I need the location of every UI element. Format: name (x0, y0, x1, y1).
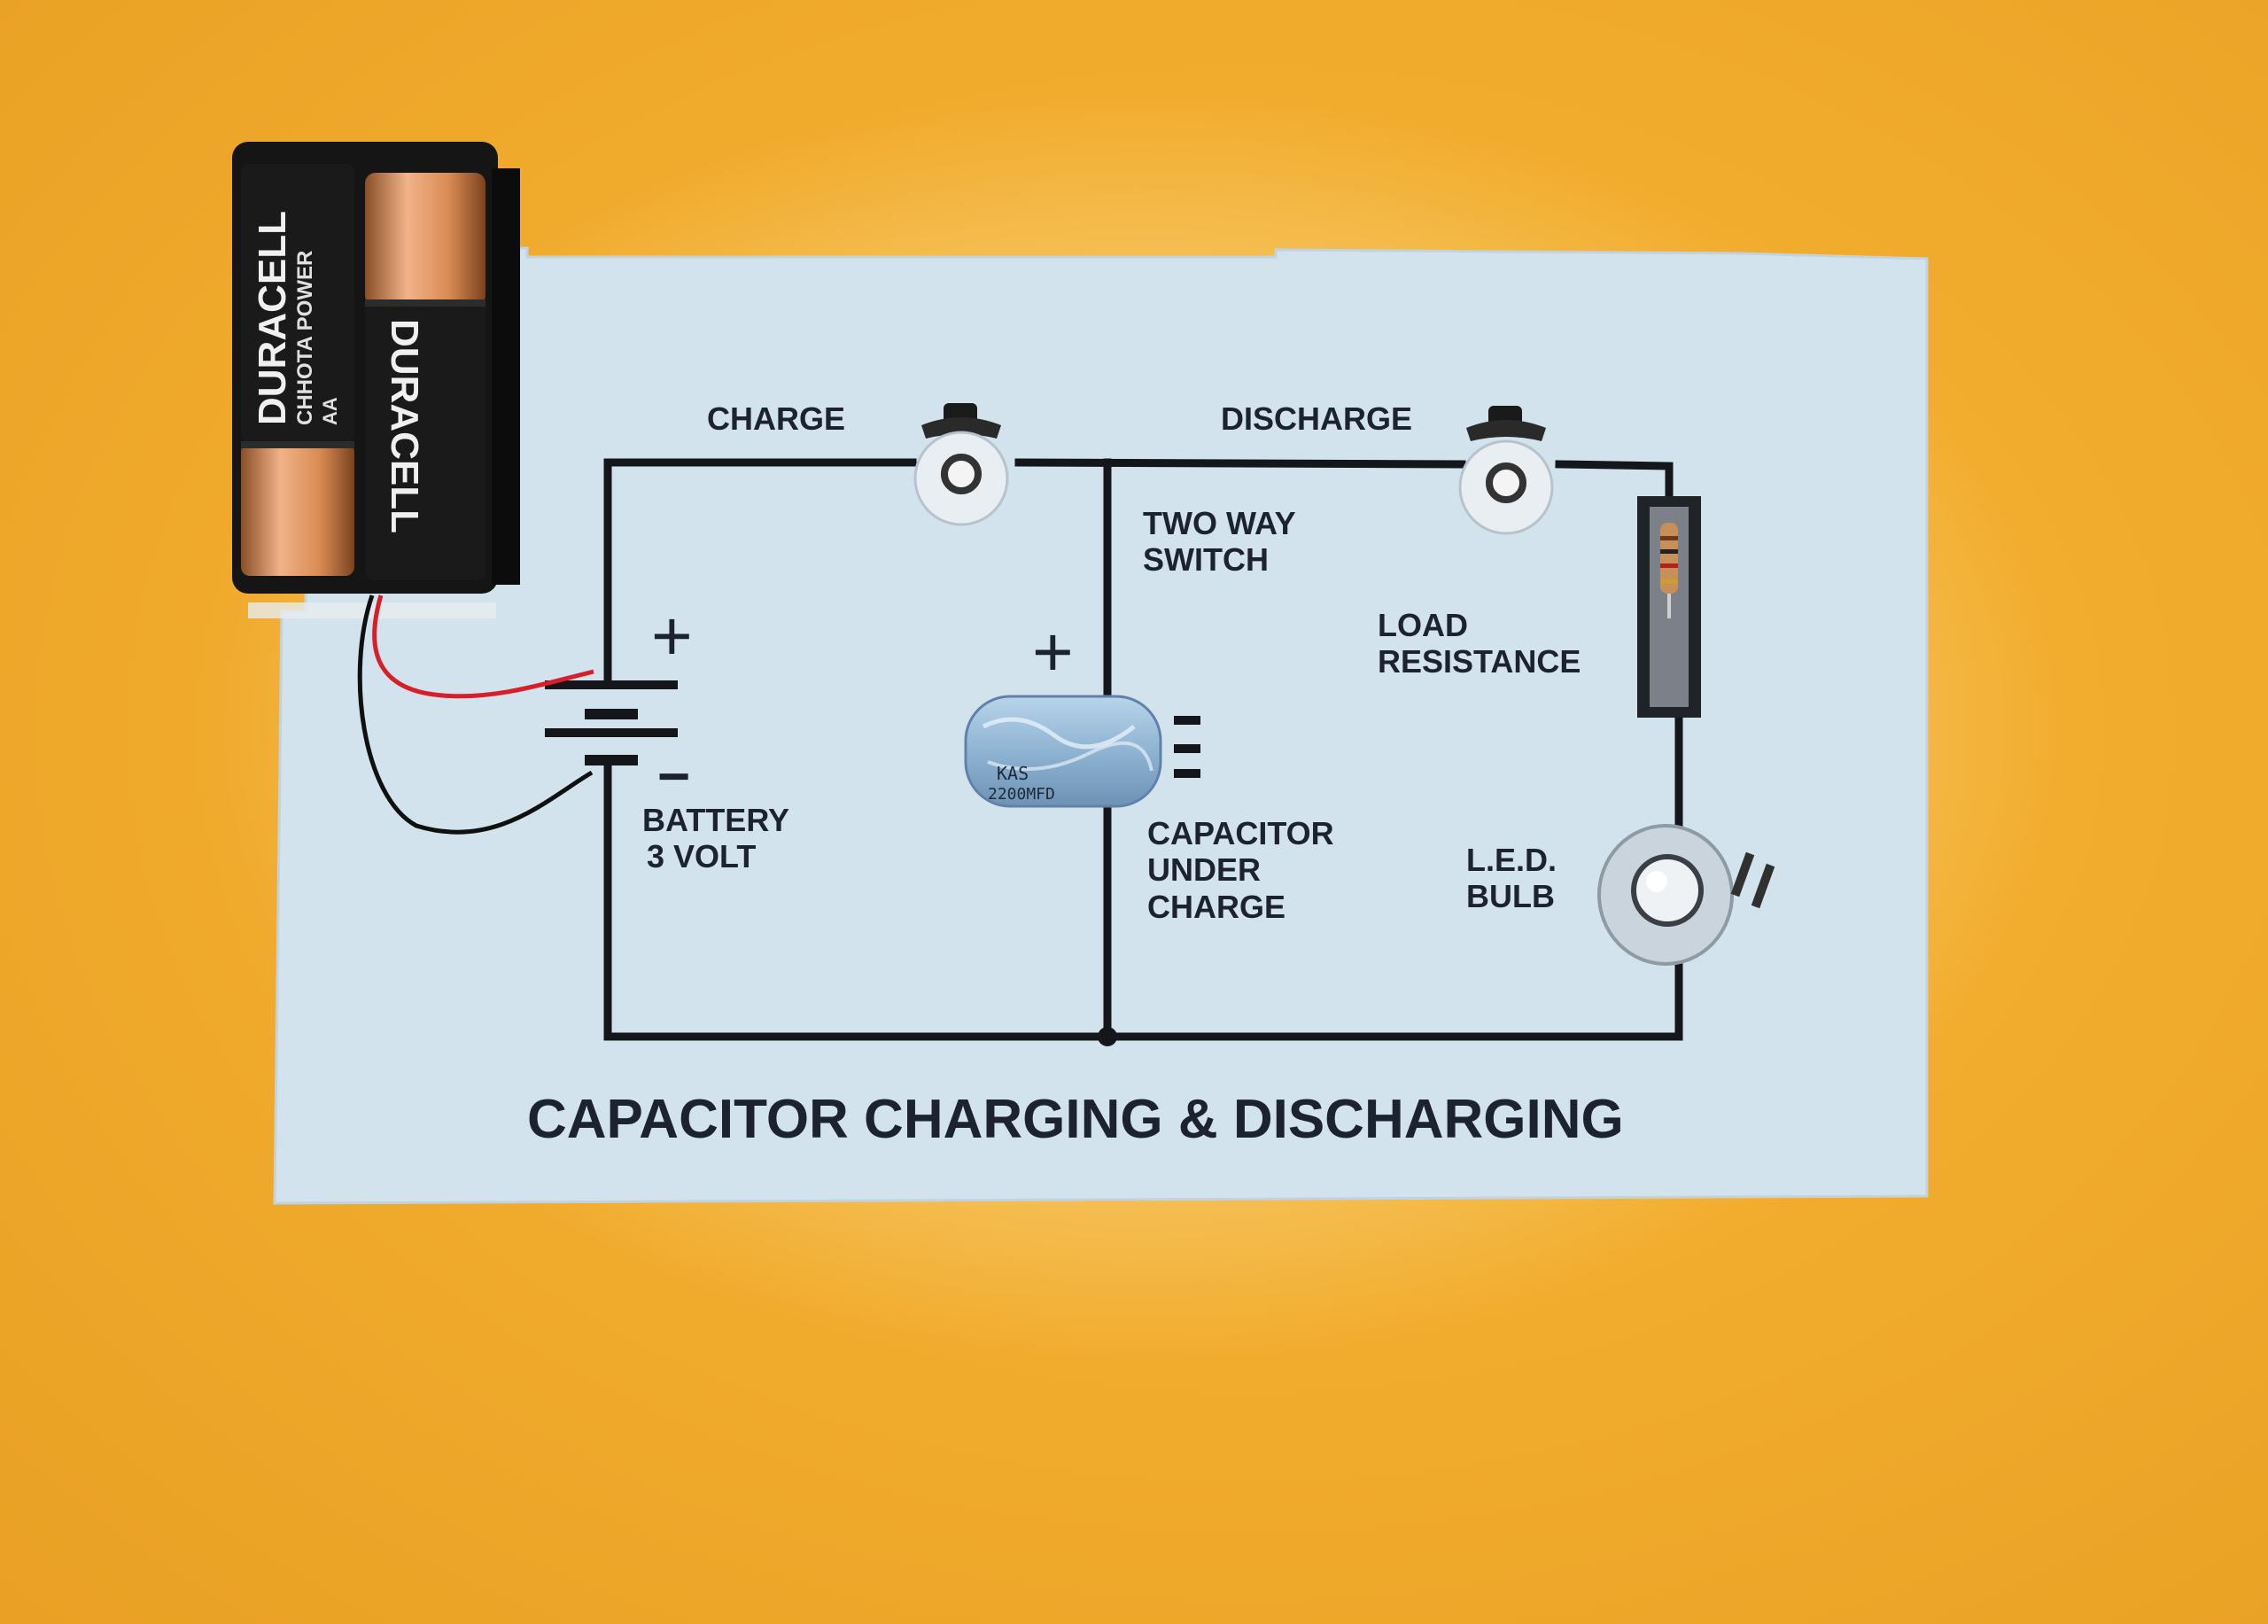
discharge-switch[interactable] (1458, 406, 1554, 535)
load-resistance-line-2: RESISTANCE (1378, 643, 1581, 680)
discharge-switch-button (1486, 462, 1526, 503)
led-bulb (1597, 824, 1775, 966)
battery-line-1: BATTERY (642, 802, 789, 838)
cell-2-brand: DURACELL (383, 319, 426, 533)
wire-top-right (1555, 460, 1674, 501)
capacitor-symbol (1174, 716, 1200, 778)
led-label: L.E.D. BULB (1466, 842, 1557, 915)
cell-1-brand: DURACELL (251, 211, 294, 425)
resistor (1637, 496, 1701, 718)
battery-plate-4 (585, 755, 638, 765)
capacitor-line-1: CAPACITOR (1147, 815, 1334, 851)
battery-line-2: 3 VOLT (647, 838, 757, 875)
battery-plate-1 (545, 680, 678, 689)
battery-plate-2 (585, 709, 638, 719)
capacitor-line-2: UNDER (1147, 851, 1262, 889)
capacitor-line-3: CHARGE (1147, 888, 1286, 925)
two-way-switch-line-1: TWO WAY (1143, 505, 1296, 541)
battery-plate-3 (545, 728, 678, 737)
board-title: CAPACITOR CHARGING & DISCHARGING (527, 1089, 1624, 1150)
charge-switch[interactable] (913, 403, 1009, 526)
cell-1-line1: CHHOTA POWER (293, 251, 317, 425)
junction-node (1098, 1027, 1117, 1046)
led-line-2: BULB (1466, 878, 1555, 915)
red-lead-wire (372, 594, 594, 699)
wire-top-middle (1014, 458, 1466, 469)
battery-cell-1: DURACELL CHHOTA POWER AA (241, 164, 354, 576)
battery-symbol (545, 680, 678, 765)
capacitor-component: KAS 2200MFD (964, 695, 1162, 808)
capacitor-marking-2: 2200MFD (988, 785, 1055, 804)
two-way-switch-label: TWO WAY SWITCH (1143, 505, 1296, 579)
black-lead-wire (357, 594, 594, 835)
charge-switch-button (941, 454, 982, 494)
battery-cell-2: DURACELL (365, 173, 485, 580)
capacitor-plus-sign: + (1032, 612, 1074, 691)
charge-label: CHARGE (707, 400, 846, 437)
led-line-1: L.E.D. (1466, 842, 1557, 878)
two-way-switch-line-2: SWITCH (1143, 541, 1269, 579)
battery-minus-sign: − (657, 744, 691, 808)
cell-1-line2: AA (319, 397, 341, 425)
capacitor-marking-1: KAS (997, 763, 1029, 784)
wire-bottom (603, 765, 1683, 1041)
battery-plus-sign: + (651, 596, 693, 675)
discharge-label: DISCHARGE (1221, 400, 1413, 437)
capacitor-label: CAPACITOR UNDER CHARGE (1147, 815, 1334, 925)
battery-label: BATTERY 3 VOLT (642, 802, 789, 875)
battery-holder: DURACELL CHHOTA POWER AA DURACELL (232, 142, 520, 618)
load-resistance-label: LOAD RESISTANCE (1378, 607, 1581, 680)
load-resistance-line-1: LOAD (1378, 607, 1468, 643)
